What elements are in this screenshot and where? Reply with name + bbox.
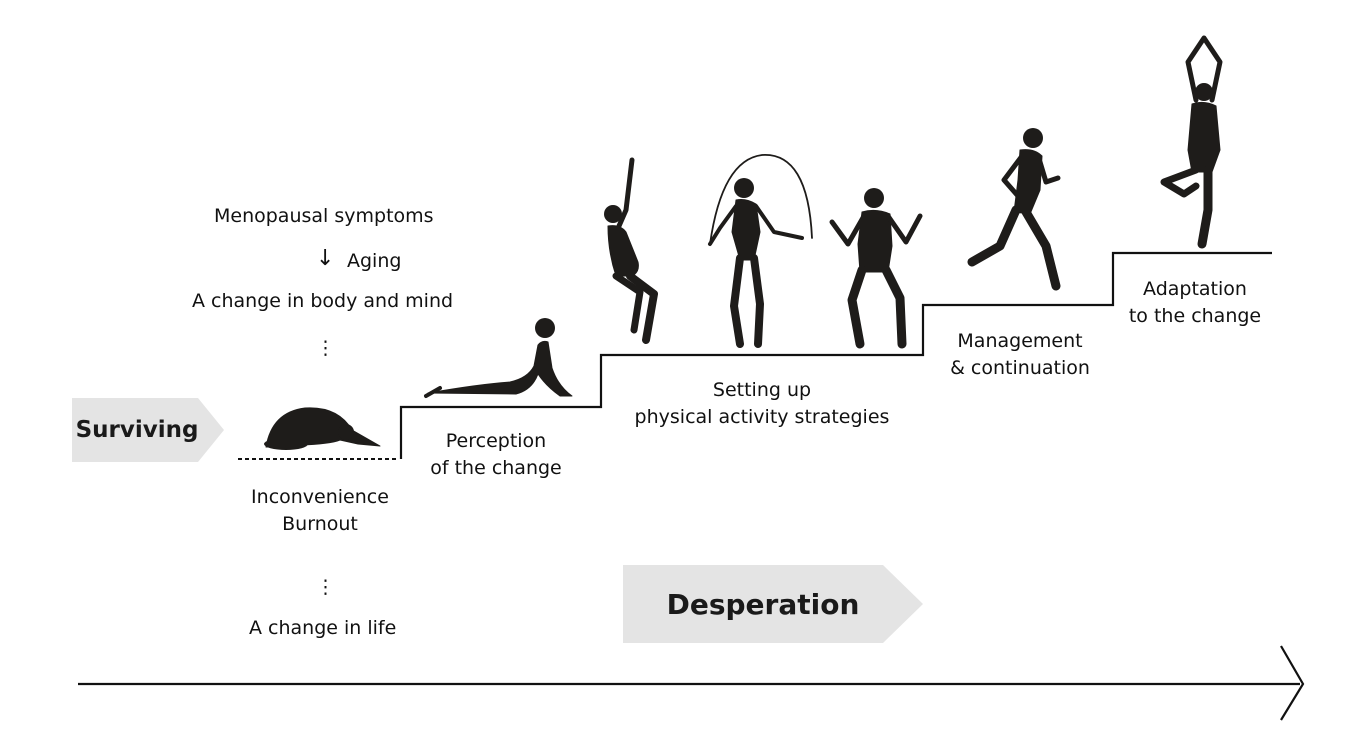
- stage-setting-up-line2: physical activity strategies: [634, 406, 890, 428]
- cause-aging: Aging: [347, 250, 402, 272]
- desperation-banner-shape: [623, 565, 923, 643]
- stage-adaptation-line2: to the change: [1128, 305, 1262, 327]
- running-figure-icon: [967, 128, 1061, 291]
- cause-menopausal-symptoms: Menopausal symptoms: [214, 205, 434, 227]
- stage-perception-line1: Perception: [445, 430, 547, 452]
- stage-adaptation: Adaptation to the change: [1120, 276, 1270, 330]
- surviving-banner-shape: [72, 398, 224, 462]
- stage-management-line2: & continuation: [950, 357, 1090, 379]
- stage-perception-line2: of the change: [430, 457, 562, 479]
- child-pose-figure-icon: [264, 407, 381, 450]
- cause-body-and-mind: A change in body and mind: [192, 290, 454, 312]
- vertical-dots-upper: ⋮: [316, 337, 335, 359]
- stage-setting-up-line1: Setting up: [712, 379, 812, 401]
- change-in-life: A change in life: [249, 617, 397, 639]
- jump-rope-figure-icon: [708, 154, 813, 348]
- stage-adaptation-line1: Adaptation: [1143, 278, 1247, 300]
- surviving-banner: Surviving: [72, 398, 224, 462]
- surviving-outcome: Inconvenience Burnout: [240, 484, 400, 538]
- tree-pose-figure-icon: [1160, 35, 1223, 249]
- outcome-inconvenience: Inconvenience: [251, 486, 389, 508]
- stage-setting-up: Setting up physical activity strategies: [622, 377, 902, 431]
- cobra-pose-figure-icon: [424, 318, 573, 398]
- surviving-label: Surviving: [75, 417, 199, 443]
- stage-management: Management & continuation: [940, 328, 1100, 382]
- desperation-banner: Desperation: [623, 565, 923, 643]
- dancing-figure-icon: [829, 188, 923, 349]
- stage-management-line1: Management: [957, 330, 1083, 352]
- down-arrow-icon: ↓: [316, 246, 335, 271]
- stairs-line: [399, 251, 1272, 459]
- squat-reach-figure-icon: [604, 157, 658, 344]
- vertical-dots-lower: ⋮: [316, 576, 335, 598]
- stage-perception: Perception of the change: [416, 428, 576, 482]
- timeline-arrowhead: [1280, 645, 1305, 721]
- desperation-label: Desperation: [666, 587, 860, 621]
- outcome-burnout: Burnout: [282, 513, 358, 535]
